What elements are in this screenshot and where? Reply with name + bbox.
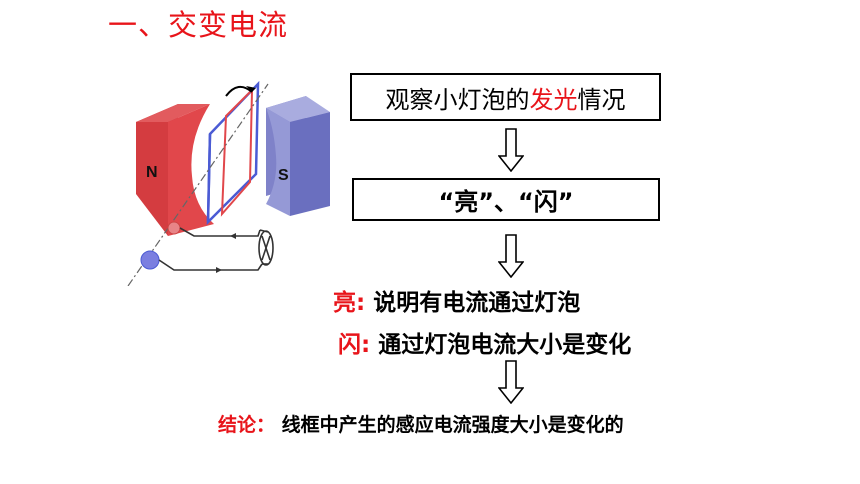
slip-ring-red <box>167 221 181 235</box>
observe-suffix: 情况 <box>577 85 626 114</box>
north-label: N <box>146 164 158 181</box>
observe-box: 观察小灯泡的发光情况 <box>350 73 661 121</box>
bright-flash-text: “亮”、“闪” <box>438 188 574 216</box>
page-title: 一、交变电流 <box>108 8 289 42</box>
external-circuit <box>158 227 274 271</box>
rotation-arrow <box>225 85 256 97</box>
bright-label: 亮: <box>333 290 366 316</box>
down-arrow-icon <box>498 234 524 278</box>
south-magnet: S <box>266 96 330 216</box>
flash-explanation: 闪: 通过灯泡电流大小是变化 <box>338 325 631 359</box>
coil-frame <box>206 80 260 226</box>
conclusion-text: 线框中产生的感应电流强度大小是变化的 <box>275 414 624 436</box>
flash-text: 通过灯泡电流大小是变化 <box>370 332 632 358</box>
generator-diagram: N S <box>127 80 330 286</box>
bright-text: 说明有电流通过灯泡 <box>365 290 581 316</box>
north-magnet: N <box>136 104 214 236</box>
south-label: S <box>278 167 289 184</box>
bright-explanation: 亮: 说明有电流通过灯泡 <box>333 283 580 317</box>
slip-ring-blue <box>140 250 160 270</box>
observe-highlight: 发光 <box>529 85 578 114</box>
bright-flash-box: “亮”、“闪” <box>352 178 660 221</box>
observe-prefix: 观察小灯泡的 <box>385 85 530 114</box>
conclusion: 结论： 线框中产生的感应电流强度大小是变化的 <box>218 410 624 437</box>
down-arrow-icon <box>498 128 524 172</box>
flash-label: 闪: <box>338 332 371 358</box>
down-arrow-icon <box>498 360 524 404</box>
conclusion-label: 结论： <box>218 414 276 436</box>
